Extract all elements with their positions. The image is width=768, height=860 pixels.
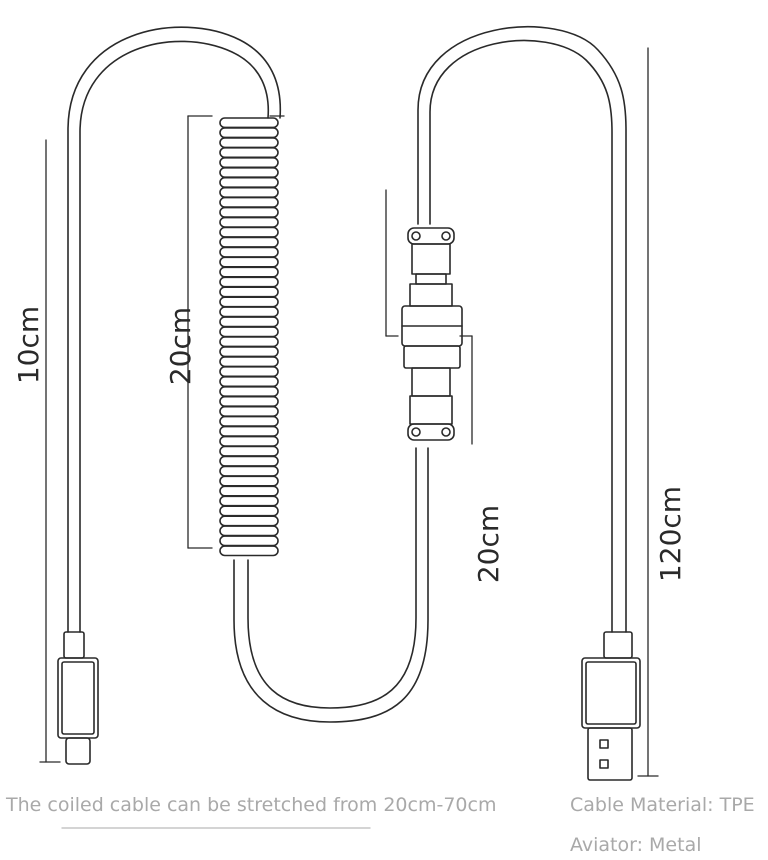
coil-loop	[219, 415, 279, 427]
coil-loop	[219, 127, 279, 139]
aviator-connector	[401, 227, 463, 441]
coil-loop	[219, 535, 279, 547]
caption-stretch-range: The coiled cable can be stretched from 2…	[6, 794, 497, 816]
coil-loop	[219, 176, 279, 188]
dim-label-right: 120cm	[654, 486, 687, 582]
usb-a-connector	[581, 631, 641, 781]
coil-loop	[219, 236, 279, 248]
coil-loop	[219, 137, 279, 149]
coil-loop	[219, 226, 279, 238]
coil-loop	[219, 117, 279, 129]
coil-loop	[219, 286, 279, 298]
coil-loop	[219, 395, 279, 407]
coil-loop	[219, 465, 279, 477]
coil-loop	[219, 296, 279, 308]
coil-loop	[219, 475, 279, 487]
coil-loop	[219, 485, 279, 497]
dim-label-coil: 20cm	[164, 307, 197, 385]
coil-loop	[219, 525, 279, 537]
coil-loop	[219, 356, 279, 368]
coil-loop	[219, 246, 279, 258]
coil-loop	[219, 346, 279, 358]
coil-loop	[219, 326, 279, 338]
bottom-loop	[233, 447, 429, 723]
caption-cable-material: Cable Material: TPE	[570, 794, 755, 816]
coil-loop	[219, 147, 279, 159]
dim-label-left: 10cm	[12, 306, 45, 384]
coil-loop	[219, 435, 279, 447]
coil-loop	[219, 206, 279, 218]
coil-loop	[219, 445, 279, 457]
right-cable	[417, 26, 627, 633]
coil-loop	[219, 166, 279, 179]
coil-loop	[219, 425, 279, 437]
coil-loop	[219, 405, 279, 417]
coil-loop	[219, 256, 279, 268]
coil-loop	[219, 505, 279, 517]
coil-loop	[219, 376, 279, 388]
coil-loop	[219, 157, 279, 169]
coil-loop	[219, 186, 279, 198]
dimension-lines	[39, 47, 659, 829]
coiled-section	[219, 117, 279, 557]
coil-loop	[219, 495, 279, 507]
usb-c-connector	[57, 631, 99, 765]
coil-loop	[219, 385, 279, 398]
caption-aviator-material: Aviator: Metal	[570, 834, 702, 856]
coil-loop	[219, 316, 279, 328]
coil-loop	[219, 216, 279, 228]
left-cable	[67, 26, 282, 633]
coil-loop	[219, 515, 279, 527]
coil-loop	[219, 545, 279, 557]
coil-loop	[219, 306, 279, 318]
coil-loop	[219, 336, 279, 348]
coil-loop	[219, 276, 279, 288]
coil-loop	[219, 196, 279, 208]
coil-loop	[219, 366, 279, 378]
coil-loop	[219, 266, 279, 278]
coil-loop	[219, 455, 279, 467]
dim-label-mid: 20cm	[472, 505, 505, 583]
